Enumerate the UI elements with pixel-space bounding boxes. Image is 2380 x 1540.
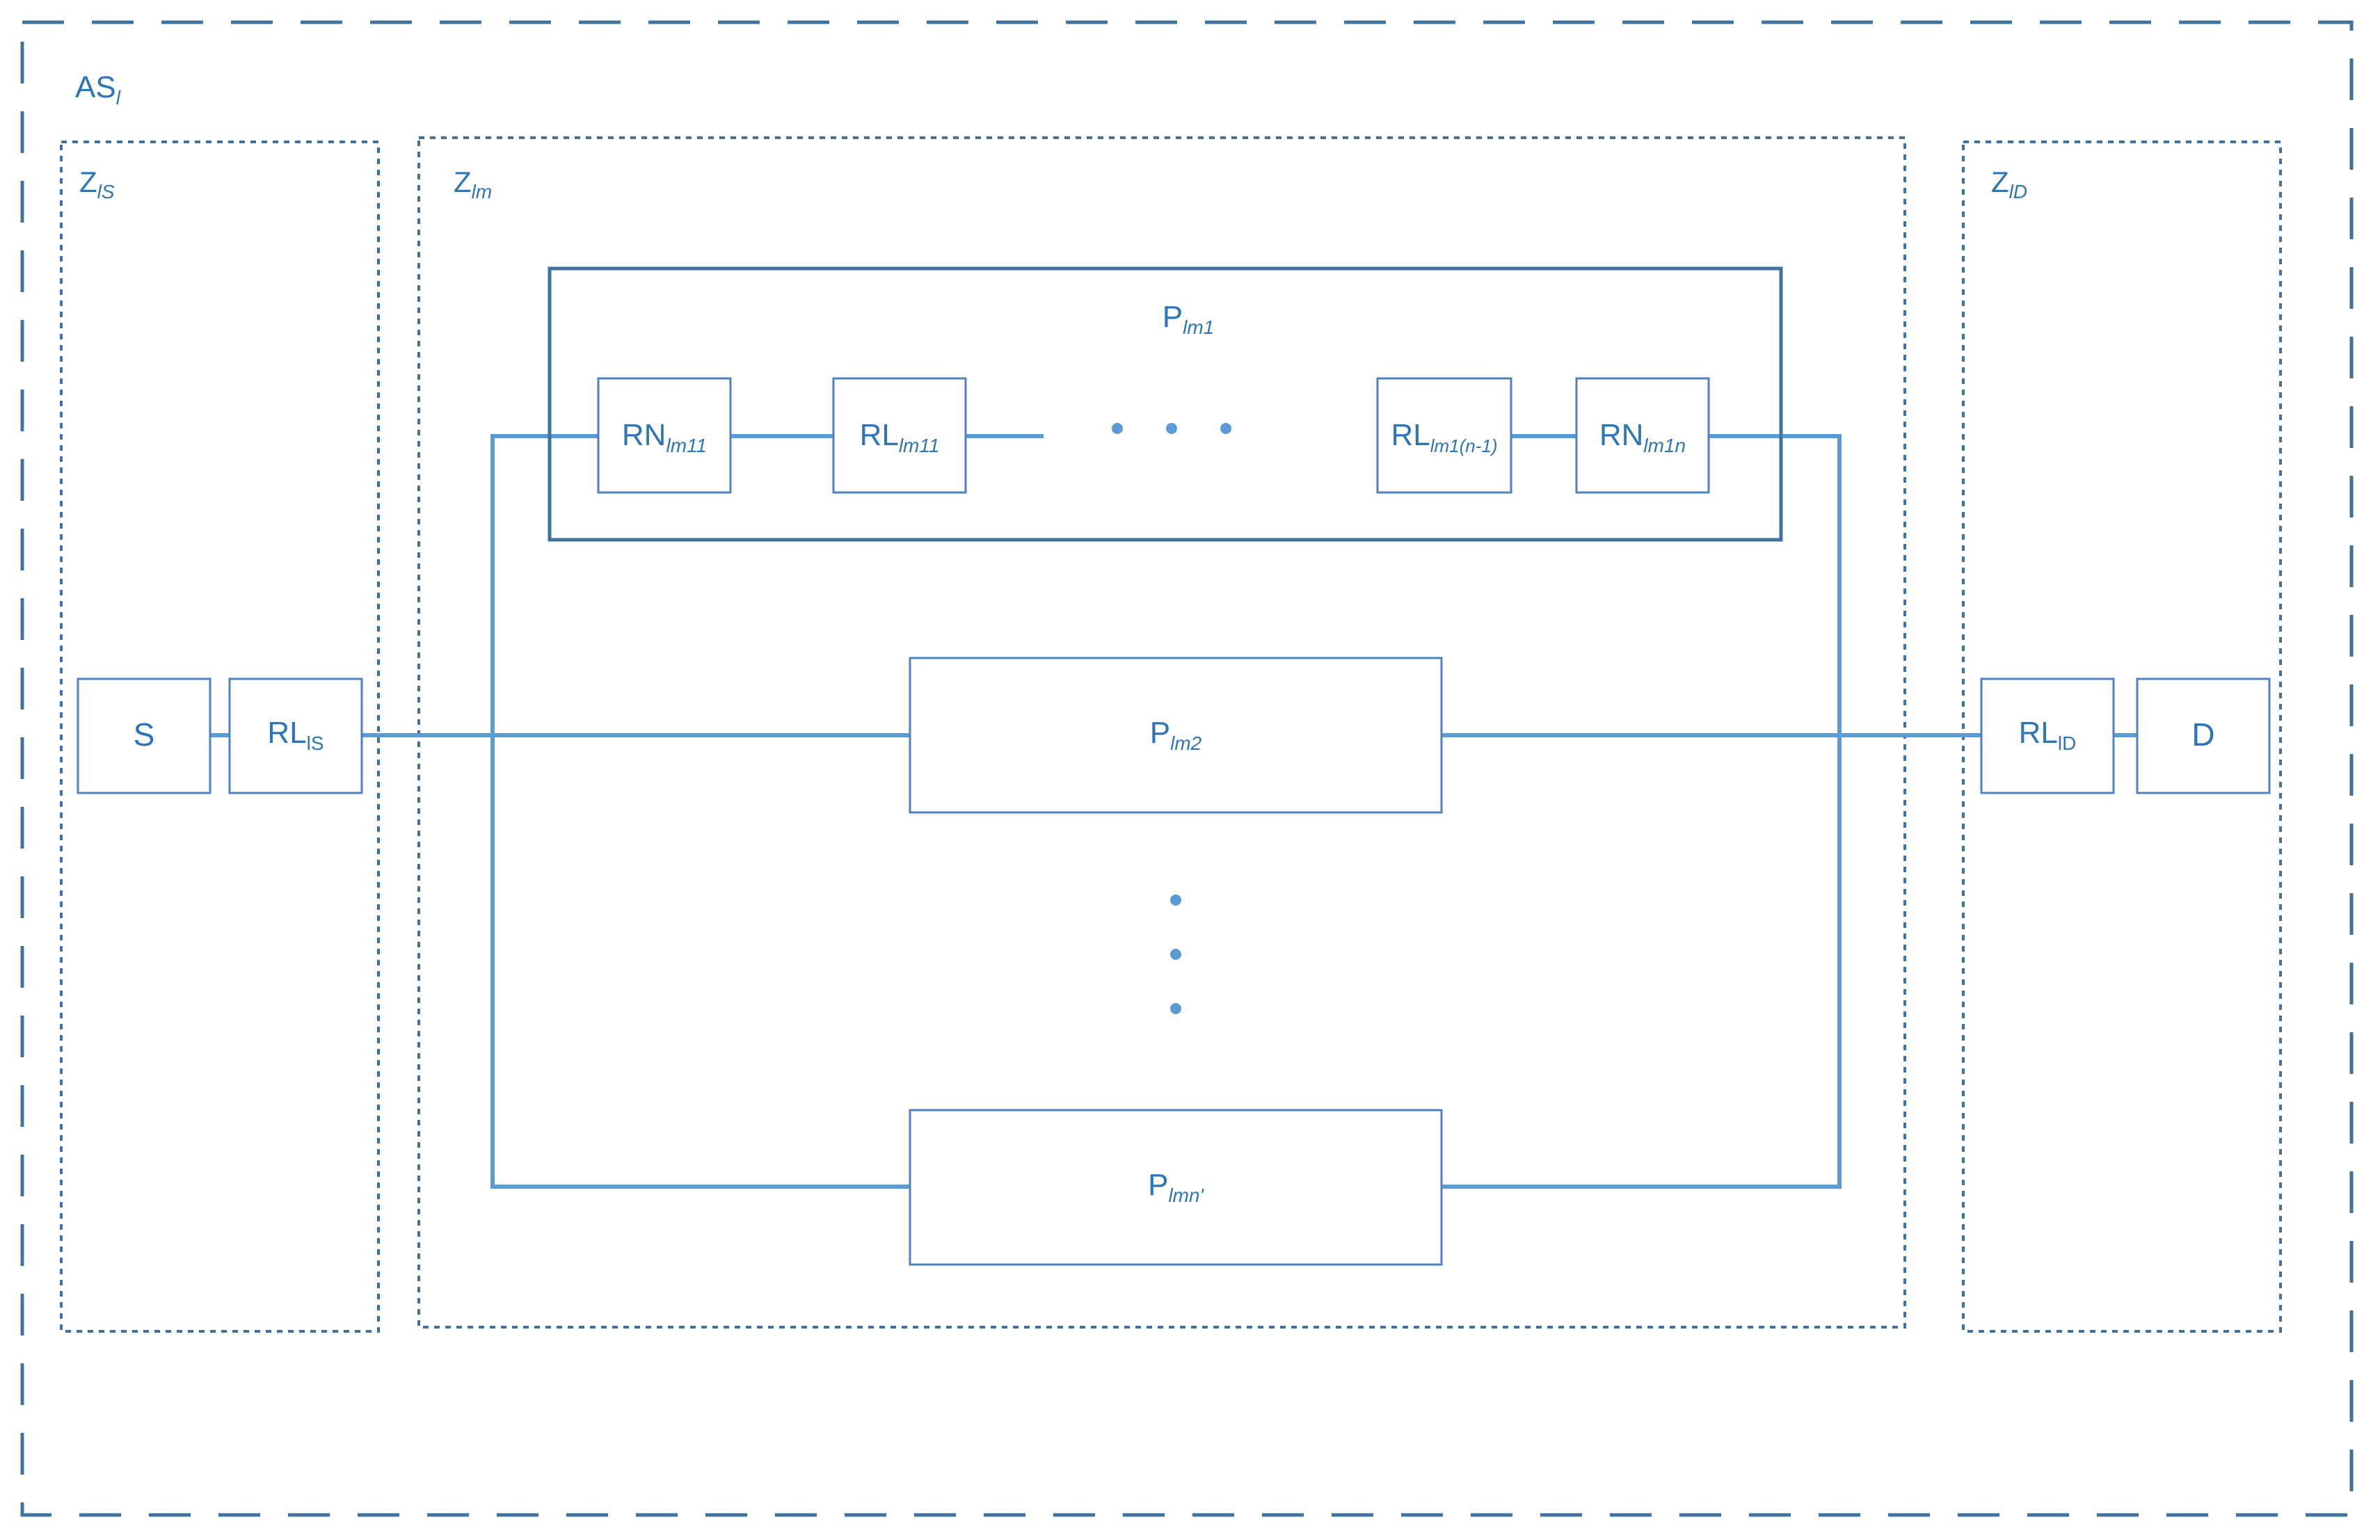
ellipsis-dot — [1170, 1003, 1181, 1014]
rl-first-label: RLlm11 — [860, 418, 940, 456]
middle-zone-border — [417, 136, 1906, 1329]
rn-first-label: RNlm11 — [622, 418, 707, 456]
horizontal-ellipsis — [1112, 423, 1231, 434]
ellipsis-dot — [1112, 423, 1123, 434]
destination-relay-link-label: RLlD — [2019, 716, 2077, 754]
path-pn-box[interactable] — [909, 1109, 1443, 1266]
connection-lines — [209, 434, 2137, 1189]
destination-zone-label: ZlD — [1991, 166, 2027, 202]
outer-region-label: ASl — [75, 70, 121, 109]
right-bus — [1441, 434, 1842, 1189]
source-zone-border — [60, 141, 380, 1333]
path-p1-label: Plm1 — [1163, 300, 1214, 338]
ellipsis-dot — [1170, 895, 1181, 906]
source-relay-link-label: RLlS — [267, 716, 324, 754]
rl-last-label: RLlm1(n-1) — [1391, 418, 1497, 456]
source-relay-link-box[interactable] — [228, 677, 363, 794]
rl-first-box[interactable] — [832, 377, 967, 494]
ellipsis-dot — [1166, 423, 1177, 434]
path-p1-box — [548, 266, 1783, 542]
vertical-ellipsis — [1170, 895, 1181, 1014]
middle-zone-label: Zlm — [454, 166, 492, 202]
path-pn-label: Plmn' — [1148, 1168, 1204, 1206]
path-p2-label: Plm2 — [1150, 716, 1202, 754]
path-p2-box[interactable] — [909, 657, 1443, 814]
ellipsis-dot — [1170, 949, 1181, 960]
destination-node-box[interactable] — [2136, 677, 2271, 794]
destination-node-label: D — [2191, 716, 2214, 753]
source-node-label: S — [134, 716, 155, 753]
rn-last-label: RNlm1n — [1599, 418, 1686, 456]
rn-first-box[interactable] — [597, 377, 732, 494]
rn-last-box[interactable] — [1575, 377, 1710, 494]
source-zone-label: ZlS — [79, 166, 115, 202]
destination-relay-link-box[interactable] — [1980, 677, 2115, 794]
outer-region-border — [20, 20, 2354, 1517]
source-node-box[interactable] — [77, 677, 211, 794]
rl-last-box[interactable] — [1376, 377, 1512, 494]
left-bus — [490, 434, 910, 1189]
ellipsis-dot — [1220, 423, 1231, 434]
